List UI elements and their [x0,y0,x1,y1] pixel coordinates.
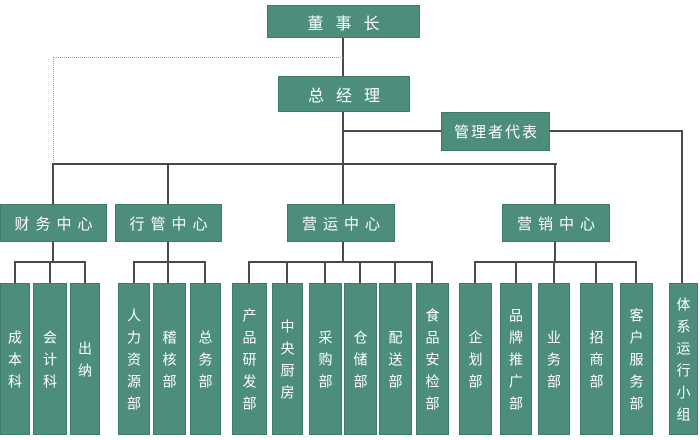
connector-systemteam-drop [681,130,683,283]
connector-drop-dept [431,261,433,283]
org-node-accounting-section: 会计科 [33,283,67,435]
org-node-business-dept: 业务部 [538,283,570,435]
org-node-purchasing-dept: 采购部 [309,283,342,435]
connector-gm-distribution [342,112,344,164]
connector-drop-dept [553,261,555,283]
org-node-product-rd-dept: 产品研发部 [232,283,267,435]
connector-gm-mgmtrep-left [344,130,441,132]
connector-dotted-vertical [53,57,54,164]
org-node-finance-center: 财务中心 [0,204,107,242]
connector-drop-dept [14,261,16,283]
connector-finance-stub [52,242,54,263]
connector-drop-operations-center [342,163,344,204]
org-node-central-kitchen: 中央厨房 [272,283,303,435]
connector-dotted-horizontal [53,57,343,58]
connector-drop-dept [286,261,288,283]
org-node-warehouse-dept: 仓储部 [344,283,377,435]
connector-drop-dept [515,261,517,283]
org-node-cashier: 出纳 [70,283,100,435]
org-node-general-affairs-dept: 总务部 [190,283,221,435]
org-node-chairman: 董事长 [267,5,420,38]
org-node-hr-dept: 人力资源部 [118,283,150,435]
org-node-management-representative: 管理者代表 [441,112,550,151]
org-node-planning-dept: 企划部 [459,283,492,435]
connector-admin-rail [133,261,206,263]
connector-drop-dept [635,261,637,283]
connector-drop-dept [84,261,86,283]
org-node-food-safety-dept: 食品安检部 [416,283,449,435]
connector-drop-dept [474,261,476,283]
connector-drop-finance-center [52,163,54,204]
connector-drop-dept [324,261,326,283]
connector-drop-dept [204,261,206,283]
org-node-operations-center: 营运中心 [287,204,395,242]
connector-marketing-rail [474,261,637,263]
connector-drop-dept [595,261,597,283]
org-node-brand-promotion-dept: 品牌推广部 [500,283,532,435]
connector-chairman-gm [342,38,344,76]
org-node-customer-service-dept: 客户服务部 [620,283,653,435]
connector-operations-stub [342,242,344,263]
connector-distribution-line [52,163,557,165]
connector-mgmtrep-right [550,130,683,132]
connector-drop-dept [49,261,51,283]
org-node-general-manager: 总经理 [278,76,410,112]
connector-drop-dept [394,261,396,283]
org-node-admin-center: 行管中心 [115,204,222,242]
org-node-marketing-center: 营销中心 [502,204,610,242]
connector-drop-dept [248,261,250,283]
connector-admin-stub [167,242,169,263]
connector-marketing-stub [554,242,556,263]
connector-drop-dept [359,261,361,283]
org-node-system-operation-team: 体系运行小组 [669,283,698,435]
connector-drop-marketing-center [554,163,556,204]
connector-drop-admin-center [167,163,169,204]
connector-operations-rail [248,261,433,263]
connector-drop-dept [133,261,135,283]
org-node-cost-section: 成本科 [0,283,30,435]
org-node-distribution-dept: 配送部 [379,283,412,435]
connector-drop-dept [167,261,169,283]
org-node-merchant-recruitment-dept: 招商部 [580,283,613,435]
org-node-audit-dept: 稽核部 [153,283,186,435]
